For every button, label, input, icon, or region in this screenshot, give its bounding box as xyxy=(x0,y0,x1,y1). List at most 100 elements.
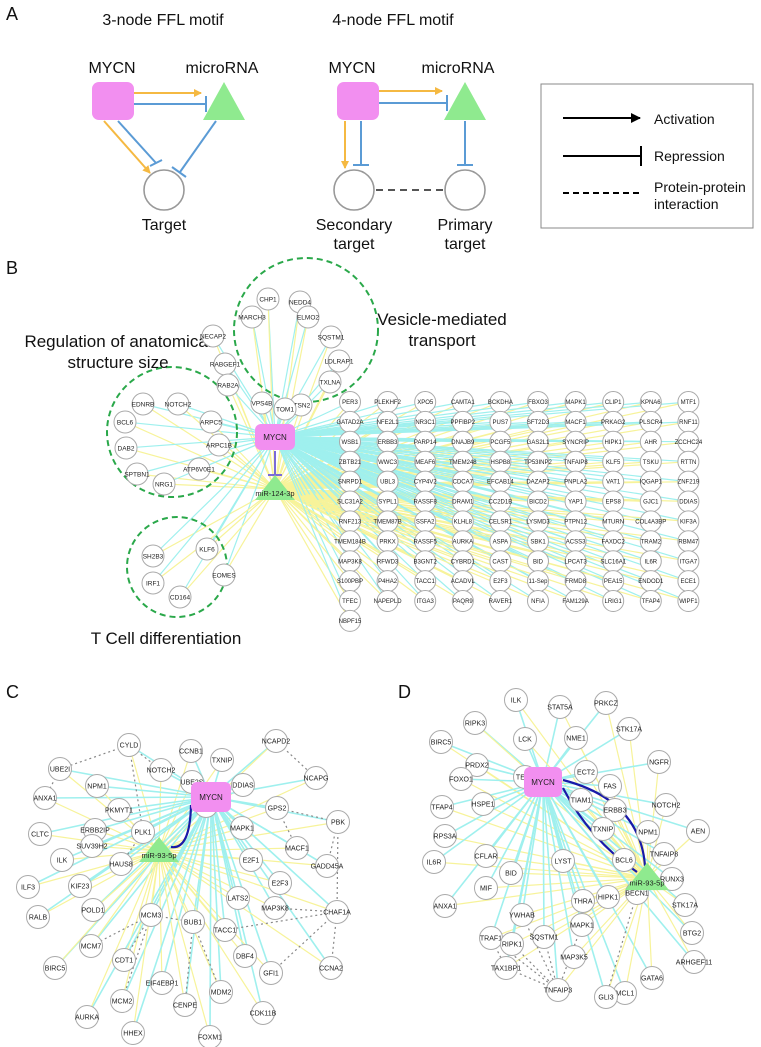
svg-text:IL6R: IL6R xyxy=(644,559,657,565)
svg-text:RALB: RALB xyxy=(29,914,48,921)
svg-text:CFLAR: CFLAR xyxy=(475,853,498,860)
edge-mycn-eps8 xyxy=(274,436,614,503)
svg-text:MARCH3: MARCH3 xyxy=(238,314,266,321)
svg-text:ZCCHC24: ZCCHC24 xyxy=(675,440,703,446)
b-node-iqgap1: IQGAP1 xyxy=(640,470,663,493)
d-node-prdx2: PRDX2 xyxy=(465,753,489,777)
edge-mycn-napepld xyxy=(274,436,389,602)
svg-text:HSPB8: HSPB8 xyxy=(491,460,511,466)
svg-text:CYP4V2: CYP4V2 xyxy=(414,480,438,486)
svg-text:SPTBN1: SPTBN1 xyxy=(124,471,150,478)
svg-text:ECE1: ECE1 xyxy=(681,579,697,585)
d-node-lyst: LYST xyxy=(551,849,575,873)
edge-mycn-march3 xyxy=(251,316,276,438)
svg-text:LYST: LYST xyxy=(555,858,573,865)
svg-text:RIPK1: RIPK1 xyxy=(502,941,522,948)
b-node-elmo2: ELMO2 xyxy=(296,305,320,329)
b-node-bicd2: BICD2 xyxy=(527,490,549,513)
c-node-suv39h2: SUV39H2 xyxy=(76,834,108,858)
svg-text:HHEX: HHEX xyxy=(123,1030,143,1037)
c-node-dbf4: DBF4 xyxy=(233,944,257,968)
motif4-microrna-label: microRNA xyxy=(422,60,495,77)
edge-d-mir-arhgef11 xyxy=(646,877,695,963)
svg-text:ARPC1B: ARPC1B xyxy=(206,442,232,449)
svg-text:BIRC5: BIRC5 xyxy=(431,739,452,746)
b-node-slc16a1: SLC16A1 xyxy=(600,550,627,573)
svg-text:TIAM1: TIAM1 xyxy=(571,797,592,804)
edge-d-mir-traf1 xyxy=(490,877,648,939)
d-node-notch2: NOTCH2 xyxy=(652,793,680,817)
svg-text:NOTCH2: NOTCH2 xyxy=(147,767,176,774)
svg-text:TFEC: TFEC xyxy=(342,599,358,605)
cluster-title-tcell: T Cell differentiation xyxy=(91,629,242,648)
c-node-anxa1: ANXA1 xyxy=(33,786,57,810)
b-node-rfwd3: RFWD3 xyxy=(376,550,399,573)
svg-text:GATA6: GATA6 xyxy=(641,975,663,982)
d-node-gli3: GLI3 xyxy=(594,985,618,1009)
edge-mir-tfec xyxy=(274,488,351,602)
d-node-bid: BID xyxy=(499,861,523,885)
b-node-prkag2: PRKAG2 xyxy=(601,410,626,433)
svg-text:RPS3A: RPS3A xyxy=(434,833,457,840)
b-node-tram2: TRAM2 xyxy=(639,530,662,553)
edge-d-mir-notch2 xyxy=(646,804,667,879)
b-node-ece1: ECE1 xyxy=(677,570,700,593)
svg-text:ANXA1: ANXA1 xyxy=(434,903,457,910)
svg-text:TFAP4: TFAP4 xyxy=(642,599,661,605)
edge-c-mycn-tacc1 xyxy=(210,796,226,931)
b-node-gas2l1: GAS2L1 xyxy=(527,430,550,453)
edge-d-mycn-mif xyxy=(485,781,544,889)
svg-text:ECT2: ECT2 xyxy=(577,769,595,776)
c-node-cdt1: CDT1 xyxy=(112,948,136,972)
b-node-pcgf5: PCGF5 xyxy=(489,430,512,453)
edge-d-mycn-il6r xyxy=(433,781,544,863)
svg-text:LDLRAP1: LDLRAP1 xyxy=(325,358,354,365)
b-node-rab2a: RAB2A xyxy=(216,373,240,397)
svg-text:EDNRB: EDNRB xyxy=(132,401,155,408)
svg-text:FBXO3: FBXO3 xyxy=(528,400,548,406)
svg-text:STAT5A: STAT5A xyxy=(547,704,573,711)
svg-text:KIF23: KIF23 xyxy=(71,883,90,890)
d-node-mif: MIF xyxy=(474,876,498,900)
svg-text:MTF1: MTF1 xyxy=(681,400,697,406)
c-node-cyld: CYLD xyxy=(117,733,141,757)
b-node-hspb8: HSPB8 xyxy=(489,450,512,473)
b-node-march3: MARCH3 xyxy=(238,305,266,329)
svg-text:MAPK1: MAPK1 xyxy=(570,922,594,929)
svg-text:CLIP1: CLIP1 xyxy=(605,400,622,406)
svg-text:GFI1: GFI1 xyxy=(263,970,279,977)
panel-label-c: C xyxy=(6,682,19,702)
b-node-wipf1: WIPF1 xyxy=(677,590,700,612)
svg-text:MCL1: MCL1 xyxy=(616,990,635,997)
svg-text:STK17A: STK17A xyxy=(616,726,642,733)
d-node-tnfaip8: TNFAIP8 xyxy=(650,842,678,866)
b-node-il6r: IL6R xyxy=(639,550,662,573)
b-node-yap1: YAP1 xyxy=(564,490,587,513)
edge-mycn-irf1 xyxy=(152,436,276,584)
svg-text:MCM2: MCM2 xyxy=(112,998,133,1005)
svg-text:TMEM248: TMEM248 xyxy=(449,460,477,466)
edge-mycn-sptbn1 xyxy=(136,436,276,475)
svg-text:NGFR: NGFR xyxy=(649,759,669,766)
ppi-c-mcm3-cdt1 xyxy=(123,914,152,961)
c-node-hhex: HHEX xyxy=(121,1021,145,1045)
svg-text:E2F3: E2F3 xyxy=(272,880,289,887)
svg-text:NBPF15: NBPF15 xyxy=(339,619,362,625)
edge-mycn-tfec xyxy=(274,436,351,602)
b-node-ldlrap1: LDLRAP1 xyxy=(325,349,354,373)
b-node-nbpf15: NBPF15 xyxy=(339,609,362,632)
svg-text:PEA15: PEA15 xyxy=(604,579,623,585)
c-node-mcm2: MCM2 xyxy=(110,989,134,1013)
b-node-paqr9: PAQR9 xyxy=(451,590,474,612)
edge-mycn-lrig1 xyxy=(274,436,614,602)
d-node-sqstm1: SQSTM1 xyxy=(530,925,558,949)
b-node-lrig1: LRIG1 xyxy=(602,590,625,612)
edge-c-mir-foxm1 xyxy=(158,850,211,1038)
edge-mir-arpc5 xyxy=(210,421,276,490)
svg-text:YWHAB: YWHAB xyxy=(509,912,535,919)
svg-text:SYNCRIP: SYNCRIP xyxy=(562,440,589,446)
svg-text:SLC16A1: SLC16A1 xyxy=(600,559,626,565)
c-node-npm1: NPM1 xyxy=(85,774,109,798)
edge-d-mir-il6r xyxy=(433,861,648,879)
